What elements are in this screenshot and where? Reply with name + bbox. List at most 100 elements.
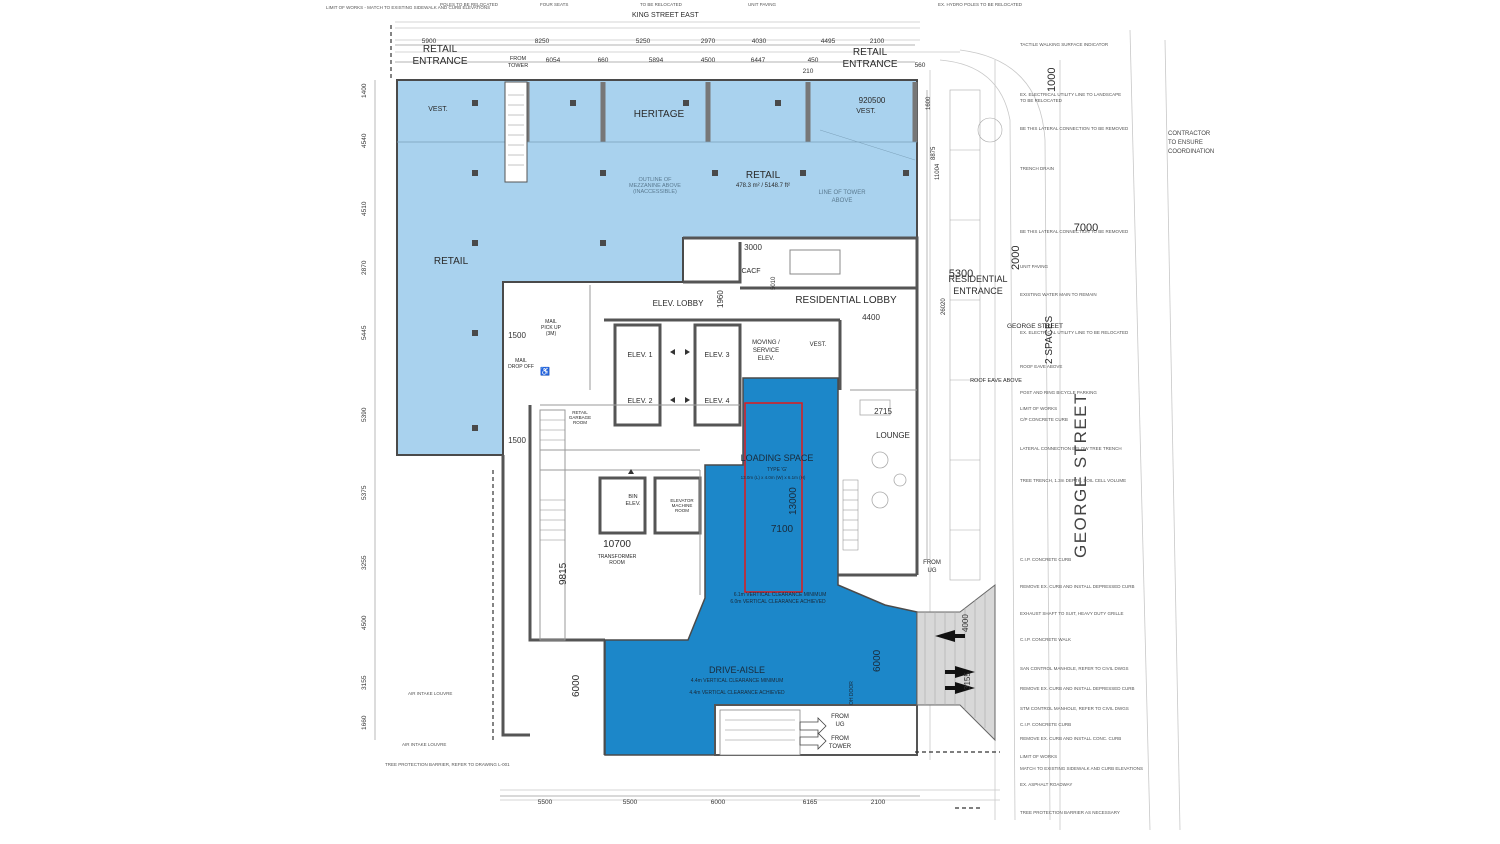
cacf-label: CACF (741, 268, 760, 275)
svg-text:TREE TRENCH, 1.3m DEPTH, SOIL: TREE TRENCH, 1.3m DEPTH, SOIL CELL VOLUM… (1020, 478, 1126, 483)
loading-drive-area (604, 377, 918, 756)
svg-text:6054: 6054 (546, 57, 561, 64)
elev4-label: ELEV. 4 (704, 398, 729, 405)
svg-text:REMOVE EX. CURB AND INSTALL DE: REMOVE EX. CURB AND INSTALL DEPRESSED CU… (1020, 584, 1135, 589)
svg-text:4030: 4030 (752, 38, 767, 45)
svg-text:4495: 4495 (821, 38, 836, 45)
svg-text:LATERAL CONNECTION BELOW TREE: LATERAL CONNECTION BELOW TREE TRENCH (1020, 446, 1122, 451)
dim-1500a: 1500 (508, 331, 526, 340)
svg-text:5375: 5375 (361, 485, 368, 500)
svg-text:4540: 4540 (361, 133, 368, 148)
svg-text:TREE PROTECTION BARRIER, REFER: TREE PROTECTION BARRIER, REFER TO DRAWIN… (385, 762, 510, 767)
right-notes: EX. ELECTRICAL UTILITY LINE TO LANDSCAPE… (1020, 42, 1143, 815)
dim-5300: 5300 (949, 268, 973, 280)
stairs (540, 419, 859, 551)
svg-text:EX. HYDRO POLES TO BE RELOCATE: EX. HYDRO POLES TO BE RELOCATED (938, 2, 1023, 7)
loading-type-label: TYPE 'G' (767, 467, 787, 473)
svg-text:UNIT PAVING: UNIT PAVING (748, 2, 777, 7)
lounge-label: LOUNGE (876, 431, 910, 440)
svg-text:1400: 1400 (361, 83, 368, 98)
svg-text:5894: 5894 (649, 57, 664, 64)
dim-2000: 2000 (1010, 246, 1022, 270)
svg-text:5390: 5390 (361, 407, 368, 422)
loading-clearance-min: 6.1m VERTICAL CLEARANCE MINIMUM (734, 592, 827, 598)
dim-13000: 13000 (788, 487, 799, 515)
george-street-label: GEORGE STREET (1071, 392, 1090, 558)
svg-text:TRENCH DRAIN: TRENCH DRAIN (1020, 166, 1054, 171)
svg-text:5500: 5500 (538, 799, 553, 806)
svg-text:2100: 2100 (871, 799, 886, 806)
vest-east-label: VEST. (856, 108, 876, 115)
svg-text:6000: 6000 (711, 799, 726, 806)
svg-text:C.I.P. CONCRETE CURB: C.I.P. CONCRETE CURB (1020, 722, 1071, 727)
right-dimension-col: 1600 8875 11004 5010 26020 (771, 96, 947, 315)
svg-text:POLES TO BE RELOCATED: POLES TO BE RELOCATED (440, 2, 499, 7)
lounge-furniture (859, 399, 907, 509)
drive-aisle-label: DRIVE-AISLE (709, 665, 765, 675)
svg-text:5445: 5445 (361, 325, 368, 340)
dim-10700: 10700 (603, 539, 631, 550)
svg-text:C/P CONCRETE CURB: C/P CONCRETE CURB (1020, 417, 1068, 422)
svg-text:5500: 5500 (623, 799, 638, 806)
svg-text:1660: 1660 (361, 715, 368, 730)
retail-area-label: 478.3 m² / 5148.7 ft² (736, 183, 790, 189)
svg-text:8250: 8250 (535, 38, 550, 45)
driveway-ramp (916, 583, 996, 742)
top-notes: LIMIT OF WORKS - MATCH TO EXISTING SIDEW… (326, 2, 1023, 10)
svg-text:5250: 5250 (636, 38, 651, 45)
svg-text:TO BE RELOCATED: TO BE RELOCATED (1020, 98, 1063, 103)
svg-text:REMOVE EX. CURB AND INSTALL DE: REMOVE EX. CURB AND INSTALL DEPRESSED CU… (1020, 686, 1135, 691)
retail-area (396, 79, 918, 456)
dim-1500b: 1500 (508, 436, 526, 445)
svg-text:LIMIT OF WORKS: LIMIT OF WORKS (1020, 754, 1057, 759)
svg-text:LIMIT OF WORKS: LIMIT OF WORKS (1020, 406, 1057, 411)
heritage-label: HERITAGE (634, 109, 685, 120)
vest-west-label: VEST. (428, 106, 448, 113)
dim-6000-left: 6000 (571, 674, 582, 697)
svg-text:4500: 4500 (701, 57, 716, 64)
svg-text:BE THIS LATERAL CONNECTION TO: BE THIS LATERAL CONNECTION TO BE REMOVED (1020, 229, 1129, 234)
second-dimension-row: 6054 660 5894 4500 6447 450 210 560 (546, 57, 926, 75)
roof-eave-label: ROOF EAVE ABOVE (970, 378, 1022, 384)
loading-dims-label: 13.0m (L) x 4.0m (W) x 6.1m (H) (741, 475, 806, 480)
svg-text:POST AND RING BICYCLE PARKING: POST AND RING BICYCLE PARKING (1020, 390, 1097, 395)
svg-text:26020: 26020 (941, 298, 947, 315)
core-thin-lines (539, 285, 917, 641)
svg-text:C.I.P. CONCRETE CURB: C.I.P. CONCRETE CURB (1020, 557, 1071, 562)
oh-door-label: OH DOOR (849, 681, 855, 705)
top-dimension-row: 5900 8250 5250 2970 4030 4495 2100 (422, 38, 885, 45)
svg-text:MATCH TO EXISTING SIDEWALK AND: MATCH TO EXISTING SIDEWALK AND CURB ELEV… (1020, 766, 1143, 771)
bottom-dimension-row: 5500 5500 6000 6165 2100 (538, 799, 886, 806)
svg-text:EX. ASPHALT ROADWAY: EX. ASPHALT ROADWAY (1020, 782, 1072, 787)
elev3-label: ELEV. 3 (704, 352, 729, 359)
svg-text:EX. ELECTRICAL UTILITY LINE TO: EX. ELECTRICAL UTILITY LINE TO BE RELOCA… (1020, 330, 1129, 335)
loading-clearance-ach: 6.0m VERTICAL CLEARANCE ACHIEVED (730, 599, 826, 605)
parking-spaces-label: 2 SPACES (1044, 316, 1055, 364)
drive-clearance-min: 4.4m VERTICAL CLEARANCE MINIMUM (691, 678, 784, 684)
elev2-label: ELEV. 2 (627, 398, 652, 405)
svg-text:EXHAUST SHAFT TO SUIT, HEAVY D: EXHAUST SHAFT TO SUIT, HEAVY DUTY GRILLE (1020, 611, 1123, 616)
dim-9815: 9815 (558, 562, 569, 585)
left-dimension-col: 1400 4540 4510 2870 5445 5390 5375 3255 … (361, 83, 368, 730)
svg-text:560: 560 (915, 62, 926, 69)
svg-text:EXISTING WATER MAIN TO REMAIN: EXISTING WATER MAIN TO REMAIN (1020, 292, 1097, 297)
svg-text:3255: 3255 (361, 555, 368, 570)
drive-clearance-ach: 4.4m VERTICAL CLEARANCE ACHIEVED (689, 690, 785, 696)
svg-text:2100: 2100 (870, 38, 885, 45)
accessibility-icon: ♿ (540, 366, 550, 376)
elev1-label: ELEV. 1 (627, 352, 652, 359)
elev-lobby-label: ELEV. LOBBY (653, 299, 705, 308)
